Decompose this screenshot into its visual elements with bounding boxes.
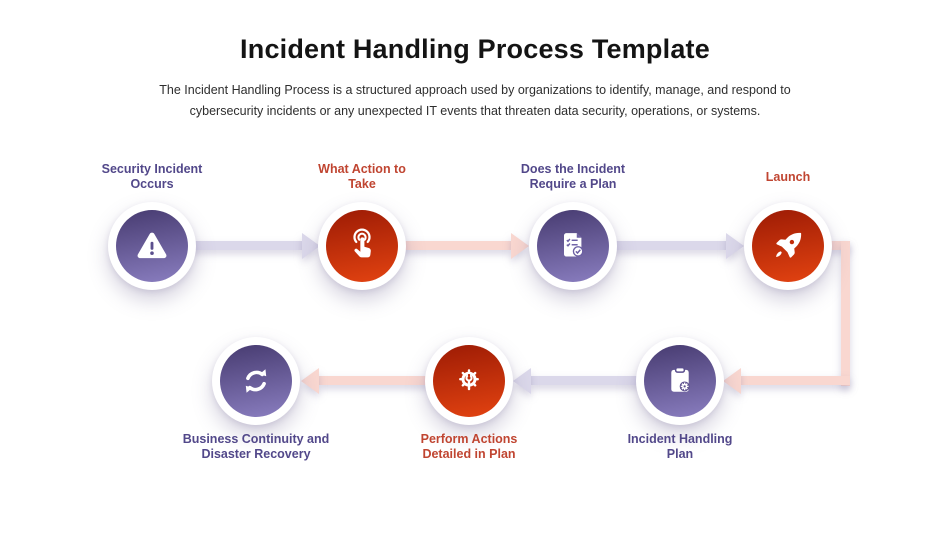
step-label-what-action-to-take: What Action to Take bbox=[318, 162, 406, 191]
node-what-action-to-take bbox=[318, 202, 406, 290]
sync-arrows-icon bbox=[245, 369, 267, 393]
node-incident-handling-plan bbox=[636, 337, 724, 425]
connector-5-6-arrowhead bbox=[513, 368, 531, 394]
node-circle bbox=[644, 345, 716, 417]
step-label-business-continuity: Business Continuity and Disaster Recover… bbox=[182, 432, 330, 461]
node-security-incident-occurs bbox=[108, 202, 196, 290]
step-label-does-incident-require-plan: Does the Incident Require a Plan bbox=[520, 162, 626, 191]
connector-6-7-arrowhead bbox=[301, 368, 319, 394]
node-circle bbox=[220, 345, 292, 417]
node-circle bbox=[752, 210, 824, 282]
step-label-perform-actions: Perform Actions Detailed in Plan bbox=[420, 432, 518, 461]
step-label-launch: Launch bbox=[765, 170, 811, 184]
node-circle bbox=[433, 345, 505, 417]
connector-4-5-arrowhead bbox=[723, 368, 741, 394]
connector-2-3-arrowhead bbox=[511, 233, 529, 259]
warning-icon bbox=[137, 232, 167, 259]
node-circle bbox=[326, 210, 398, 282]
connector-4-5-bottom-segment bbox=[741, 376, 850, 385]
node-does-incident-require-plan bbox=[529, 202, 617, 290]
connector-4-5-vertical-segment bbox=[841, 241, 850, 386]
subtitle-line-1: The Incident Handling Process is a struc… bbox=[159, 83, 791, 97]
node-launch bbox=[744, 202, 832, 290]
connector-1-2-line bbox=[152, 241, 302, 250]
tap-icon bbox=[353, 228, 371, 258]
step-label-incident-handling-plan: Incident Handling Plan bbox=[627, 432, 733, 461]
checklist-icon bbox=[564, 233, 584, 257]
gear-wrench-icon bbox=[459, 369, 479, 391]
node-circle bbox=[116, 210, 188, 282]
node-perform-actions bbox=[425, 337, 513, 425]
subtitle-line-2: cybersecurity incidents or any unexpecte… bbox=[189, 104, 761, 118]
rocket-icon bbox=[776, 232, 802, 258]
clipboard-gear-icon bbox=[671, 366, 690, 392]
step-label-security-incident-occurs: Security Incident Occurs bbox=[101, 162, 203, 191]
page-title: Incident Handling Process Template bbox=[240, 34, 710, 64]
connector-1-2-arrowhead bbox=[302, 233, 320, 259]
node-circle bbox=[537, 210, 609, 282]
connector-5-6-line bbox=[531, 376, 680, 385]
node-business-continuity bbox=[212, 337, 300, 425]
connector-3-4-line bbox=[573, 241, 726, 250]
connector-3-4-arrowhead bbox=[726, 233, 744, 259]
connector-2-3-line bbox=[362, 241, 511, 250]
connector-6-7-line bbox=[319, 376, 469, 385]
page-subtitle: The Incident Handling Process is a struc… bbox=[75, 80, 875, 122]
